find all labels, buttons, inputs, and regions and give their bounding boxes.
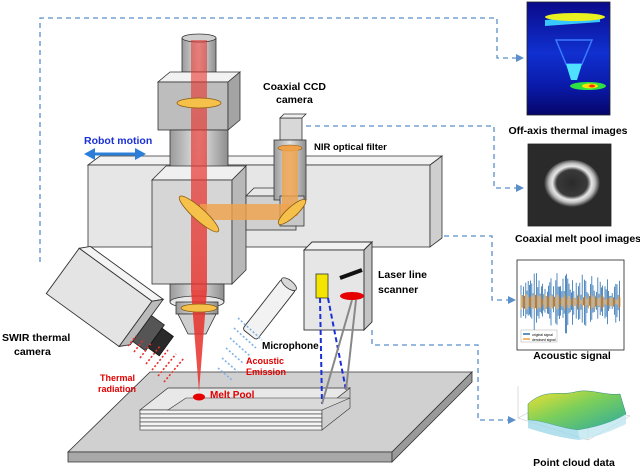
arrowhead-offaxis — [516, 54, 524, 62]
acoustic-emission-waves — [217, 317, 263, 381]
arrowhead-pointcloud — [508, 416, 516, 424]
optics — [176, 97, 307, 313]
label-scanner-line1: Laser line — [378, 269, 427, 281]
caption-acoustic: Acoustic signal — [533, 350, 611, 362]
swir-camera — [45, 246, 174, 357]
label-nir-filter: NIR optical filter — [314, 142, 387, 153]
label-ccd-line2: camera — [276, 94, 313, 106]
label-robot-motion: Robot motion — [84, 135, 152, 147]
robot-motion-arrow — [84, 148, 146, 160]
arrowhead-ccd — [516, 184, 524, 192]
label-melt-pool: Melt Pool — [210, 390, 255, 401]
connector-offaxis — [39, 17, 516, 262]
caption-pointcloud: Point cloud data — [533, 457, 615, 469]
offaxis-thermal-image — [526, 1, 611, 116]
melt-pool-spot — [193, 393, 205, 401]
acoustic-legend-original: original signal — [532, 333, 553, 337]
label-thermal-line2: radiation — [98, 384, 136, 394]
thermal-radiation-waves — [127, 335, 185, 383]
acoustic-signal-plot: original signal denoised signal — [516, 259, 625, 351]
dashed-connectors — [39, 17, 516, 421]
label-scanner-line2: scanner — [378, 284, 418, 296]
arrowhead-acoustic — [508, 296, 516, 304]
caption-coaxial: Coaxial melt pool images — [515, 233, 640, 245]
laser-line-scanner — [302, 240, 374, 332]
acoustic-legend-denoised: denoised signal — [532, 338, 556, 342]
connector-microphone — [264, 235, 508, 301]
microphone — [243, 277, 297, 340]
coaxial-meltpool-image — [527, 143, 612, 227]
caption-offaxis: Off-axis thermal images — [508, 125, 627, 137]
deposited-part — [138, 387, 352, 431]
connector-ccd — [306, 125, 516, 189]
scanner-beams — [319, 297, 357, 405]
nir-beam — [200, 146, 298, 220]
label-swir-line1: SWIR thermal — [2, 332, 70, 344]
label-acoustic-line2: Emission — [246, 367, 286, 377]
label-thermal-line1: Thermal — [100, 373, 135, 383]
label-microphone: Microphone — [262, 341, 319, 352]
label-swir-line2: camera — [14, 346, 51, 358]
label-ccd-line1: Coaxial CCD — [263, 81, 326, 93]
connector-scanner — [371, 330, 508, 421]
point-cloud-plot — [517, 386, 631, 441]
label-acoustic-line1: Acoustic — [246, 356, 284, 366]
